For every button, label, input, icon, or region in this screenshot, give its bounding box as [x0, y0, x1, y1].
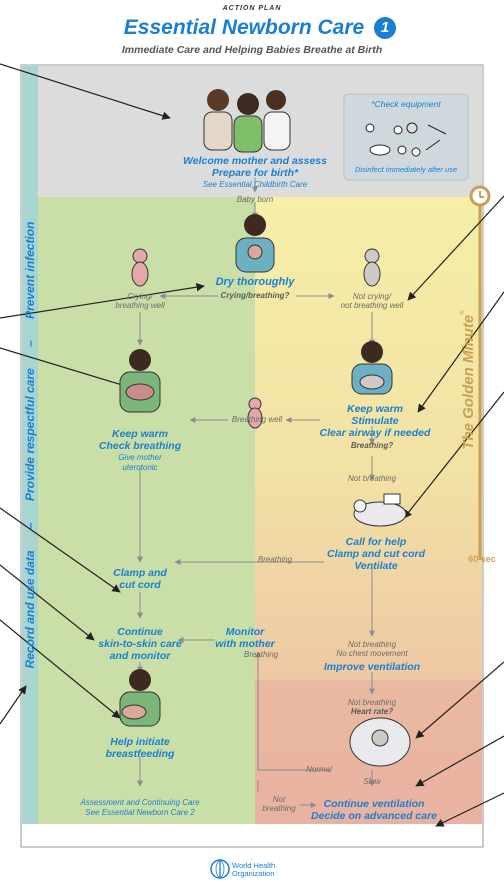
skin-to-skin-illustration: [119, 349, 161, 413]
sidebar-band: [22, 66, 38, 824]
baby-grey-illustration: [363, 248, 381, 287]
label-not-breathing-1: Not breathing: [347, 474, 397, 483]
sidebar-dash: –: [23, 522, 37, 530]
breastfeeding-illustration: [119, 669, 161, 727]
equipment-box: [343, 93, 469, 181]
step-improve-ventilation: Improve ventilation: [323, 661, 421, 673]
label-not-crying: Not crying/not breathing well: [340, 292, 404, 310]
welcome-ref-link[interactable]: See Essential Childbirth Care: [202, 180, 308, 189]
page-subtitle: Immediate Care and Helping Babies Breath…: [121, 44, 383, 56]
label-breathing-1: Breathing: [257, 555, 293, 564]
page-title: Essential Newborn Care: [123, 16, 365, 39]
who-logo-icon: [210, 859, 230, 879]
equipment-illustration: [365, 122, 447, 157]
mother-baby-illustration-1: [235, 214, 275, 273]
label-slow: Slow: [363, 777, 381, 786]
question-crying: Crying/breathing?: [220, 291, 290, 300]
sidebar-item-prevent-infection: Prevent infection: [23, 221, 37, 319]
sidebar-item-respectful-care: Provide respectful care: [23, 368, 37, 502]
step-badge: 1: [374, 17, 396, 39]
step-dry: Dry thoroughly: [215, 276, 295, 288]
label-baby-born: Baby born: [236, 195, 274, 204]
equipment-title: *Check equipment: [371, 99, 441, 109]
label-breathing-2: Breathing: [243, 650, 279, 659]
ventilation-illustration: [353, 493, 407, 527]
golden-minute-label: The Golden Minute: [460, 314, 477, 450]
golden-minute-time: 60 sec: [468, 554, 496, 564]
sidebar-item-record-data: Record and use data: [23, 550, 37, 669]
heart-rate-illustration: [349, 717, 411, 767]
golden-minute-mark: ®: [460, 310, 466, 315]
label-crying-well: Crying/breathing well: [115, 292, 165, 310]
baby-pink-illustration: [131, 248, 149, 287]
label-normal: Normal: [306, 765, 332, 774]
family-illustration: [203, 89, 291, 153]
label-breathing-well: Breathing well: [231, 415, 283, 424]
header-kicker: ACTION PLAN: [222, 5, 282, 12]
question-breathing: Breathing?: [350, 441, 394, 450]
equipment-note: Disinfect immediately after use: [354, 165, 458, 174]
baby-center-illustration: [247, 397, 263, 429]
sidebar-dash: –: [23, 340, 37, 347]
stimulate-illustration: [351, 341, 393, 395]
